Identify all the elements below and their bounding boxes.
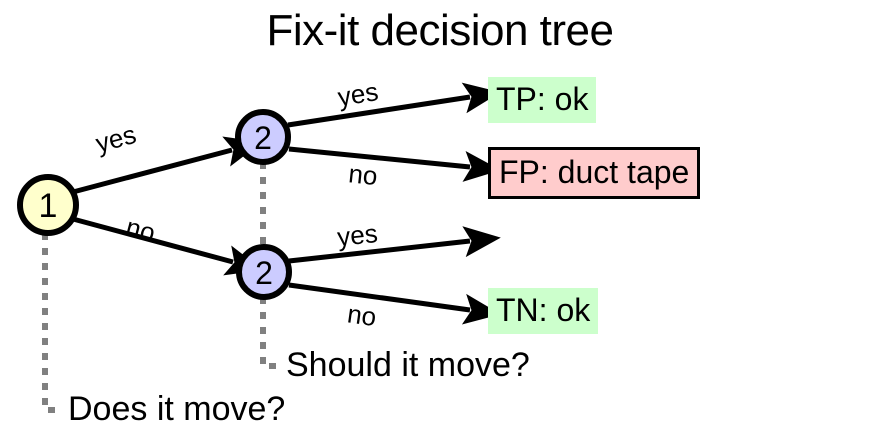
outcome-tp[interactable]: TP: ok [488, 77, 597, 123]
edge-label-n2b-yes: yes [335, 217, 380, 253]
edge-label-n2b-no: no [345, 298, 379, 333]
edge-label-n2a-yes: yes [335, 76, 381, 113]
node-2-upper[interactable] [235, 109, 291, 165]
annotation-does-it-move: Does it move? [68, 390, 286, 428]
edge-n2a-no [288, 146, 501, 182]
leader-line-should-it-move [260, 162, 280, 369]
node-1-root[interactable] [17, 174, 79, 236]
edge-root-yes [72, 136, 262, 195]
outcome-fp[interactable]: FP: duct tape [488, 147, 701, 199]
annotation-should-it-move: Should it move? [286, 346, 530, 384]
edge-n2b-yes [288, 226, 501, 264]
edge-label-n2a-no: no [347, 158, 380, 192]
outcome-tn[interactable]: TN: ok [488, 288, 599, 334]
node-2-lower[interactable] [236, 244, 292, 300]
edge-n2a-yes [287, 82, 501, 128]
edge-root-no [72, 216, 263, 276]
leader-line-does-it-move [42, 233, 62, 413]
page-title: Fix-it decision tree [266, 6, 614, 55]
edge-n2b-no [288, 282, 501, 325]
